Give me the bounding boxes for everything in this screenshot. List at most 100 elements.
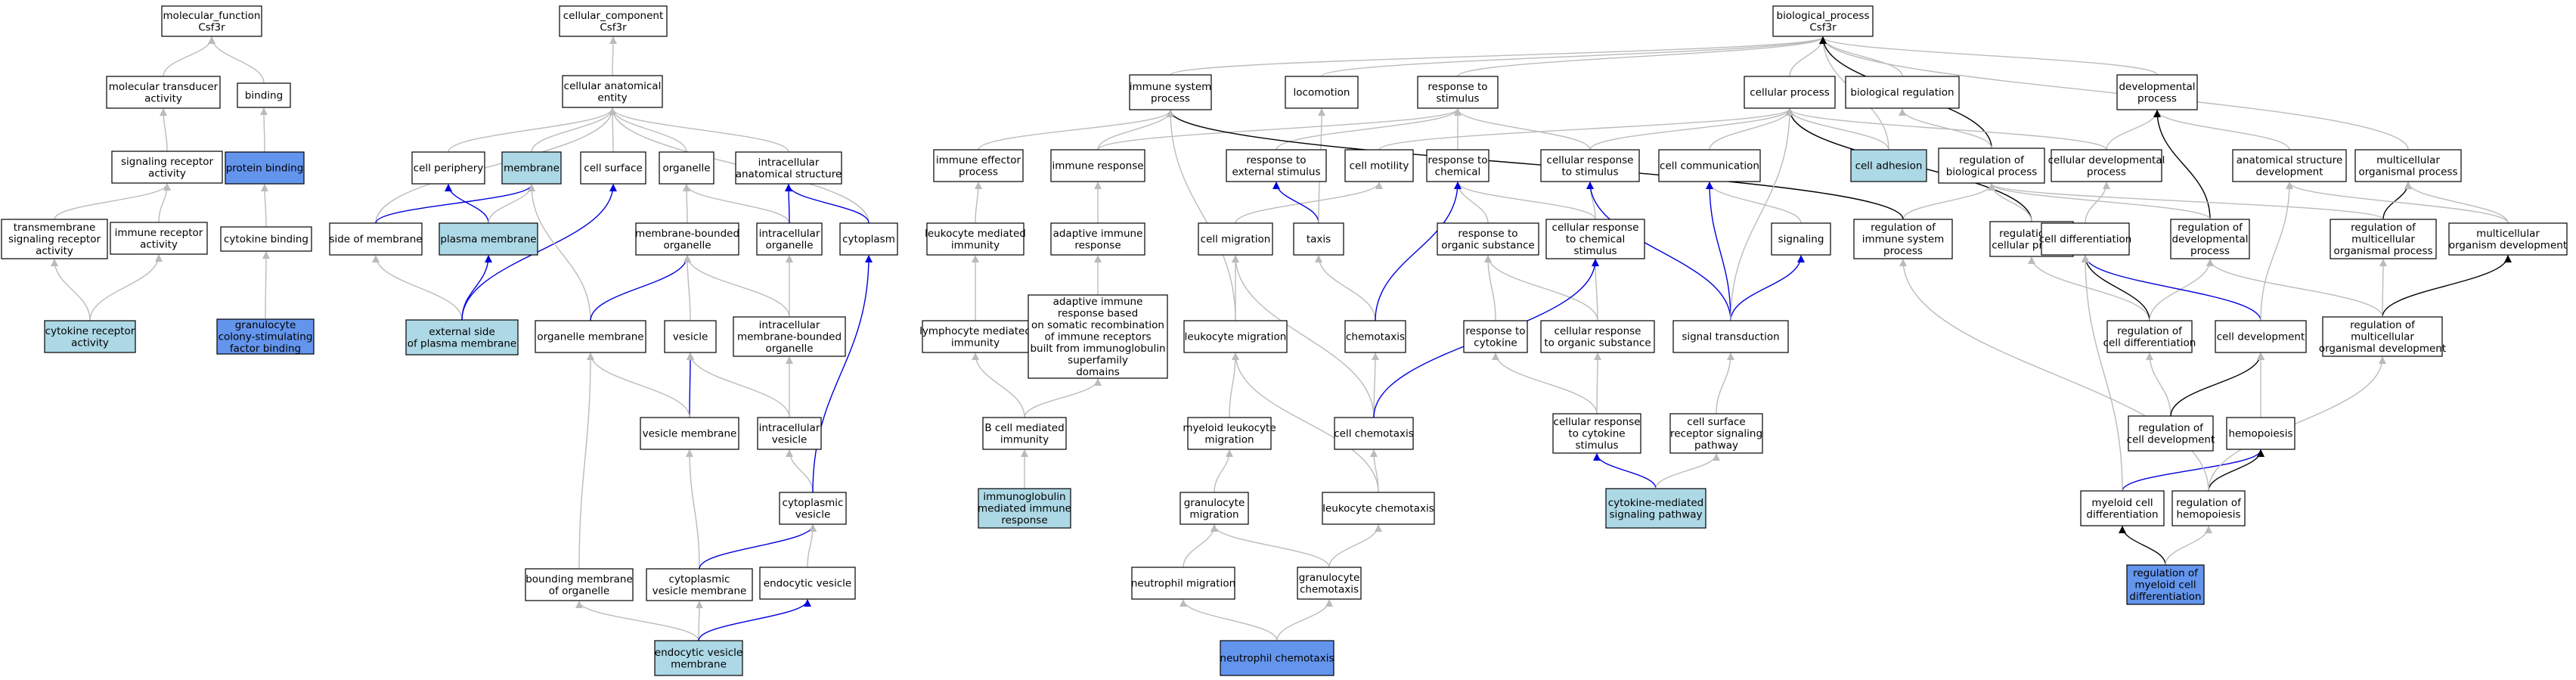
node-ccomm[interactable]: cell communication [1658, 149, 1761, 182]
node-chemo[interactable]: chemotaxis [1344, 320, 1406, 353]
node-cmot[interactable]: cell motility [1344, 149, 1414, 182]
edge-line [2286, 182, 2509, 224]
node-breg[interactable]: biological regulation [1845, 76, 1960, 109]
node-cdev[interactable]: cell development [2215, 320, 2307, 353]
node-cyto[interactable]: cytoplasm [839, 222, 898, 256]
node-pb[interactable]: protein binding [225, 151, 305, 185]
node-pm[interactable]: plasma membrane [439, 222, 538, 256]
node-vm[interactable]: vesicle membrane [640, 417, 739, 450]
node-lchemo[interactable]: leukocyte chemotaxis [1322, 492, 1435, 525]
node-csurf[interactable]: cell surface [580, 151, 646, 185]
node-cproc[interactable]: cellular process [1744, 76, 1836, 109]
node-cdiff[interactable]: cell differentiation [2039, 222, 2132, 256]
node-cchemo[interactable]: cell chemotaxis [1334, 417, 1414, 450]
node-st[interactable]: signal transduction [1672, 320, 1789, 353]
edge-som-to-mem [375, 184, 535, 224]
node-lmig[interactable]: leukocyte migration [1183, 320, 1288, 353]
node-label-line: regulation of [2117, 325, 2183, 337]
node-nmig[interactable]: neutrophil migration [1131, 567, 1235, 600]
edge-line [578, 352, 594, 570]
edge-crts-to-rts [1454, 108, 1591, 151]
node-nchemo[interactable]: neutrophil chemotaxis [1220, 640, 1334, 676]
node-cb[interactable]: cytokine binding [220, 226, 312, 252]
edge-line [1988, 183, 2211, 220]
node-org[interactable]: organelle [659, 151, 715, 185]
node-ves[interactable]: vesicle [664, 320, 717, 353]
node-cmig[interactable]: cell migration [1198, 222, 1273, 256]
node-cper[interactable]: cell periphery [411, 151, 485, 185]
node-hemo[interactable]: hemopoiesis [2226, 417, 2295, 450]
node-om[interactable]: organelle membrane [535, 320, 646, 353]
edge-cb-to-pb [261, 184, 269, 228]
node-ir[interactable]: immune response [1050, 149, 1145, 182]
node-loco[interactable]: locomotion [1285, 76, 1359, 109]
edge-nchemo-to-gchemo [1276, 599, 1333, 641]
node-sig[interactable]: signaling [1771, 222, 1831, 256]
node-cadh[interactable]: cell adhesion [1850, 149, 1927, 182]
node-som[interactable]: side of membrane [329, 222, 423, 256]
node-taxis[interactable]: taxis [1293, 222, 1344, 256]
node-bind[interactable]: binding [237, 82, 291, 108]
edge-line [1899, 259, 2209, 492]
node-mem[interactable]: membrane [501, 151, 562, 185]
node-ev[interactable]: endocytic vesicle [759, 567, 856, 600]
